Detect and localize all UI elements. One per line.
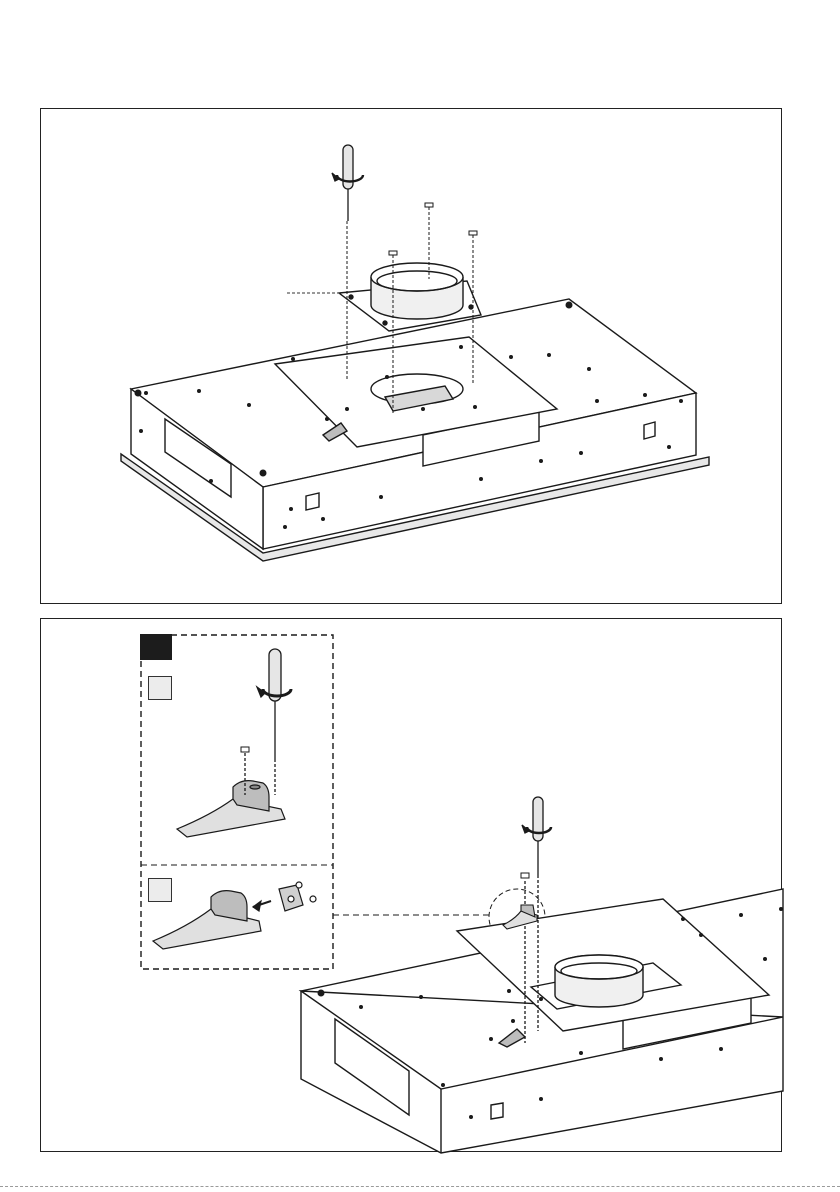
screw-icon — [425, 203, 433, 207]
screwdriver-icon — [245, 649, 291, 795]
top-illustration-panel — [40, 108, 782, 604]
range-hood-body — [301, 889, 783, 1153]
screw-icon — [469, 231, 477, 235]
step-marker-b2 — [148, 878, 172, 902]
screw-icon — [521, 873, 529, 878]
step-marker-a — [140, 634, 172, 660]
step-marker-b1 — [148, 676, 172, 700]
bracket-icon — [177, 781, 285, 837]
screw-icon — [389, 251, 397, 255]
screwdriver-icon — [332, 145, 363, 221]
bracket-icon — [153, 882, 316, 949]
screw-icon — [241, 747, 249, 752]
range-hood-body — [121, 299, 709, 561]
hood-duct-adapter-diagram — [41, 109, 783, 605]
page-trim-line — [0, 1186, 840, 1187]
